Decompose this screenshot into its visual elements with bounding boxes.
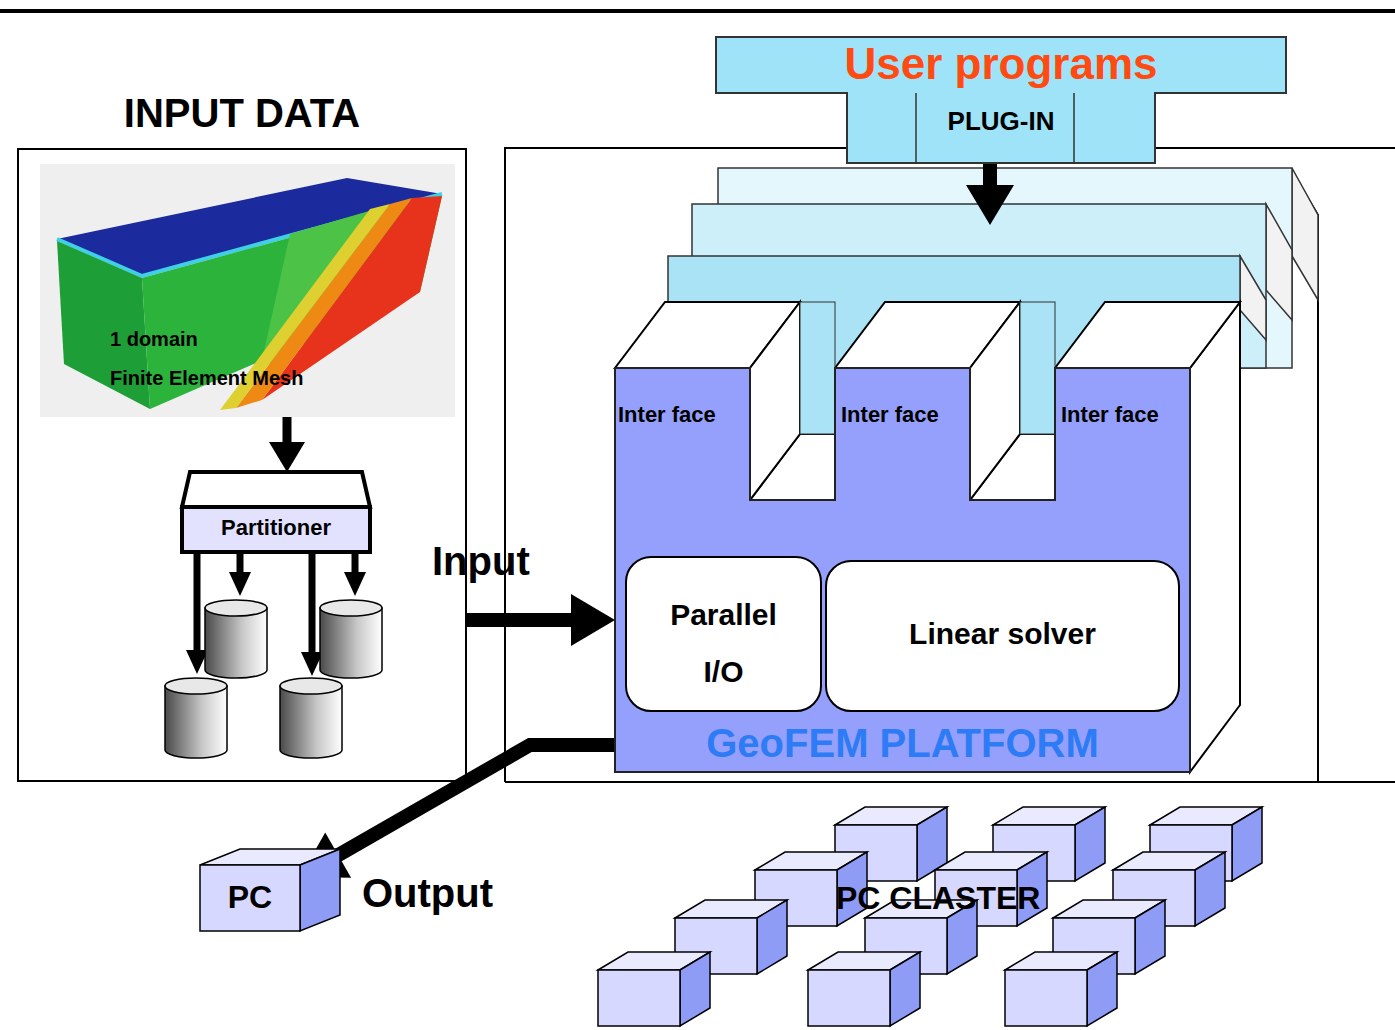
pc-cube-side [1195,852,1225,926]
pc-cube-front [1005,970,1087,1026]
top-rule [0,9,1395,13]
pc-cube-side [1087,952,1117,1026]
partitioner-box: Partitioner [182,472,370,554]
connector-arrow [300,745,615,878]
pc-box: PC [200,865,300,931]
platform-title: GeoFEM PLATFORM [615,720,1190,766]
pc-cube-side [757,900,787,974]
pc-cluster [598,807,1262,1026]
disk-symbols [165,600,382,758]
solver-box: Linear solver [825,560,1180,712]
pc-label: PC [200,879,300,916]
interface-label: Inter face [618,402,716,427]
mesh-illustration: 1 domainFinite Element Mesh [40,164,455,417]
edge-label: Output [362,870,493,916]
input-panel: INPUT DATA1 domainFinite Element MeshPar… [17,148,467,782]
pc-cube-side [1075,807,1105,881]
connector-line [983,163,997,187]
node-outline [182,472,370,554]
pc-cube-side [1232,807,1262,881]
pc-cube-side [1135,900,1165,974]
module-label: Linear solver [827,617,1178,652]
pc-cube-side [890,952,920,1026]
connector-arrow [966,163,1014,225]
cluster-label: PC CLASTER [836,880,1040,917]
process-label: Partitioner [182,515,370,540]
io-box: Parallel I/O [625,556,822,712]
platform-block: Inter face Inter face Inter faceGeoFEM PLA… [615,225,1292,772]
mesh-label: Finite Element Mesh [110,367,303,390]
arrow-head [269,442,305,472]
connector-arrow [269,417,305,472]
connector-line [467,613,573,627]
interface-label: Inter face [841,402,939,427]
block-title: User programs [716,39,1286,90]
edge-label: Input [432,538,530,584]
platform-housing [505,148,1395,782]
arrow-head [966,185,1014,225]
connector-line [336,745,615,856]
mesh-label: 1 domain [110,328,198,351]
connector-arrow [467,594,615,646]
connector-line [283,417,292,444]
user-programs-block: User programsPLUG-IN [716,37,1286,163]
plug-label: PLUG-IN [847,107,1155,137]
pc-cube-front [808,970,890,1026]
pc-cube-side [680,952,710,1026]
pc-cube-front [598,970,680,1026]
interface-label: Inter face [1061,402,1159,427]
panel-heading: INPUT DATA [19,90,465,136]
arrow-head [571,594,615,646]
module-label: Parallel I/O [627,586,820,700]
